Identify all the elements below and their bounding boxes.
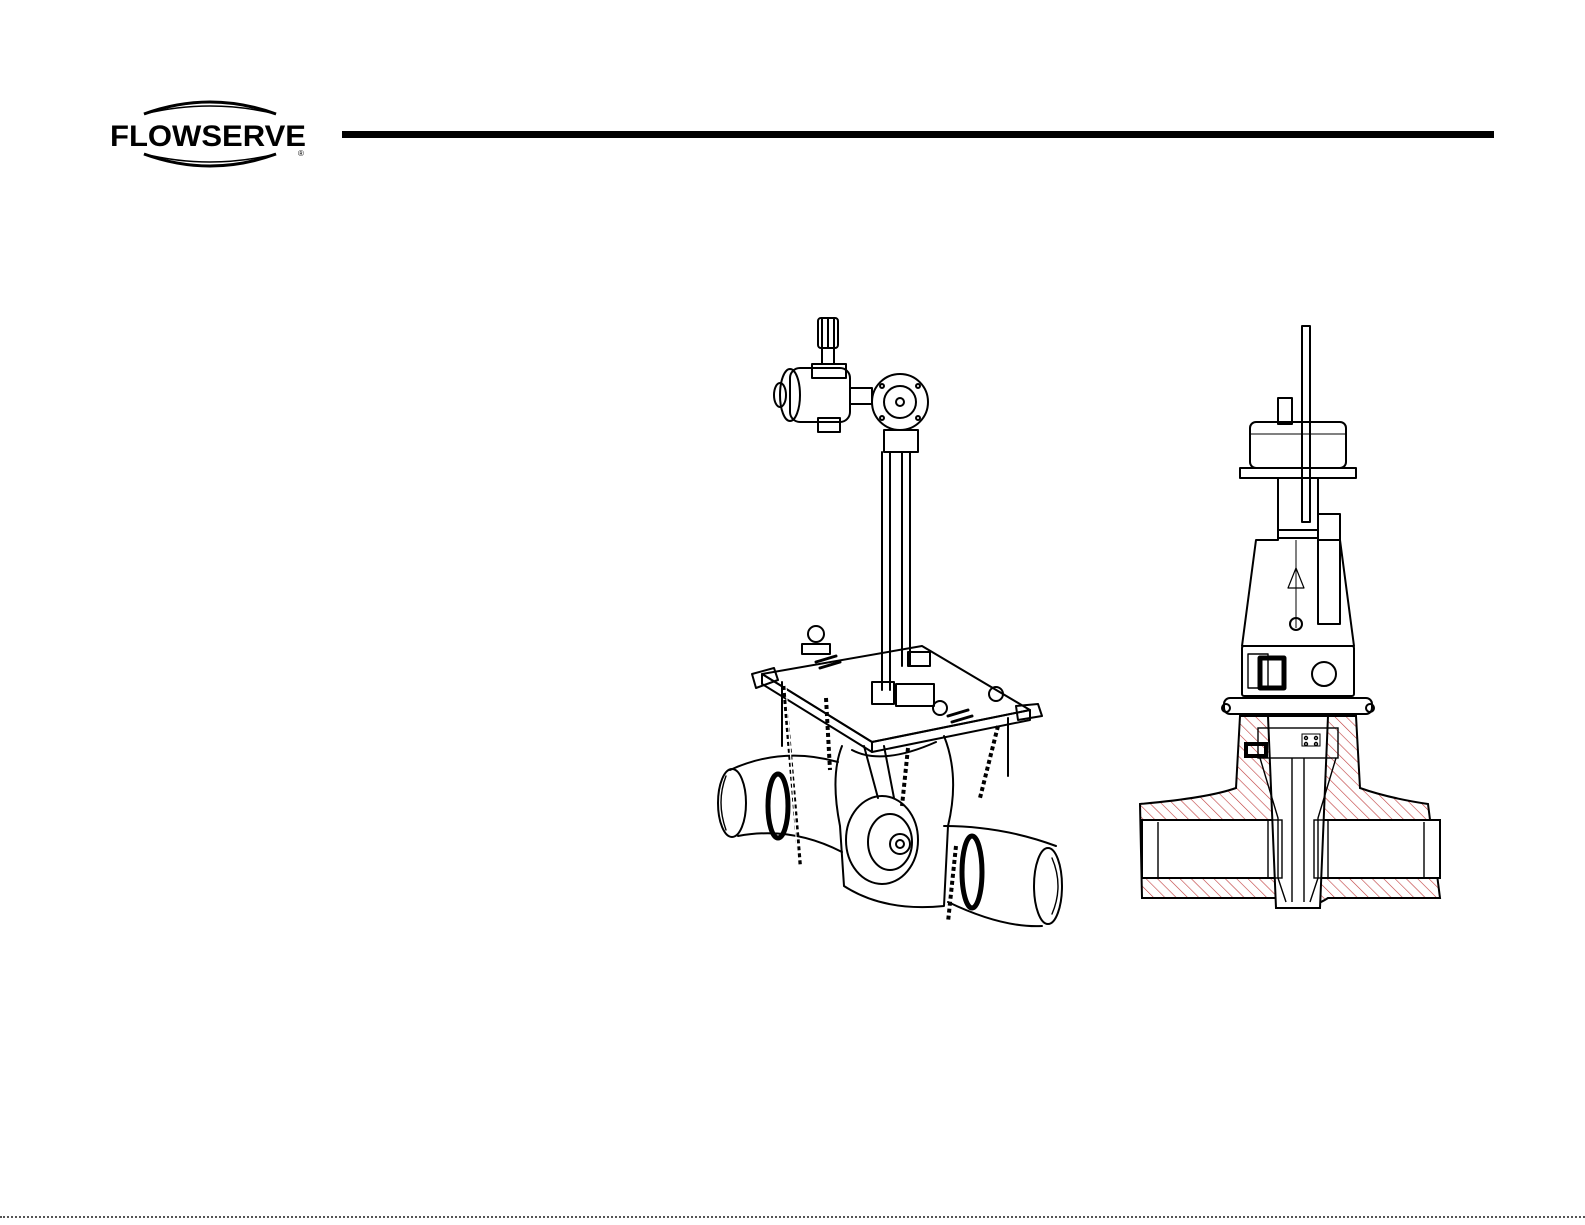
logo-registered-mark: ® — [298, 149, 304, 158]
valve-with-machining-fixture-illustration — [712, 306, 1072, 954]
flowserve-logo: FLOWSERVE ® — [108, 96, 313, 174]
valve-cross-section-illustration — [1128, 318, 1468, 922]
logo-wordmark: FLOWSERVE — [110, 120, 306, 153]
header-rule — [342, 131, 1494, 138]
page-bottom-border — [0, 1216, 1585, 1218]
